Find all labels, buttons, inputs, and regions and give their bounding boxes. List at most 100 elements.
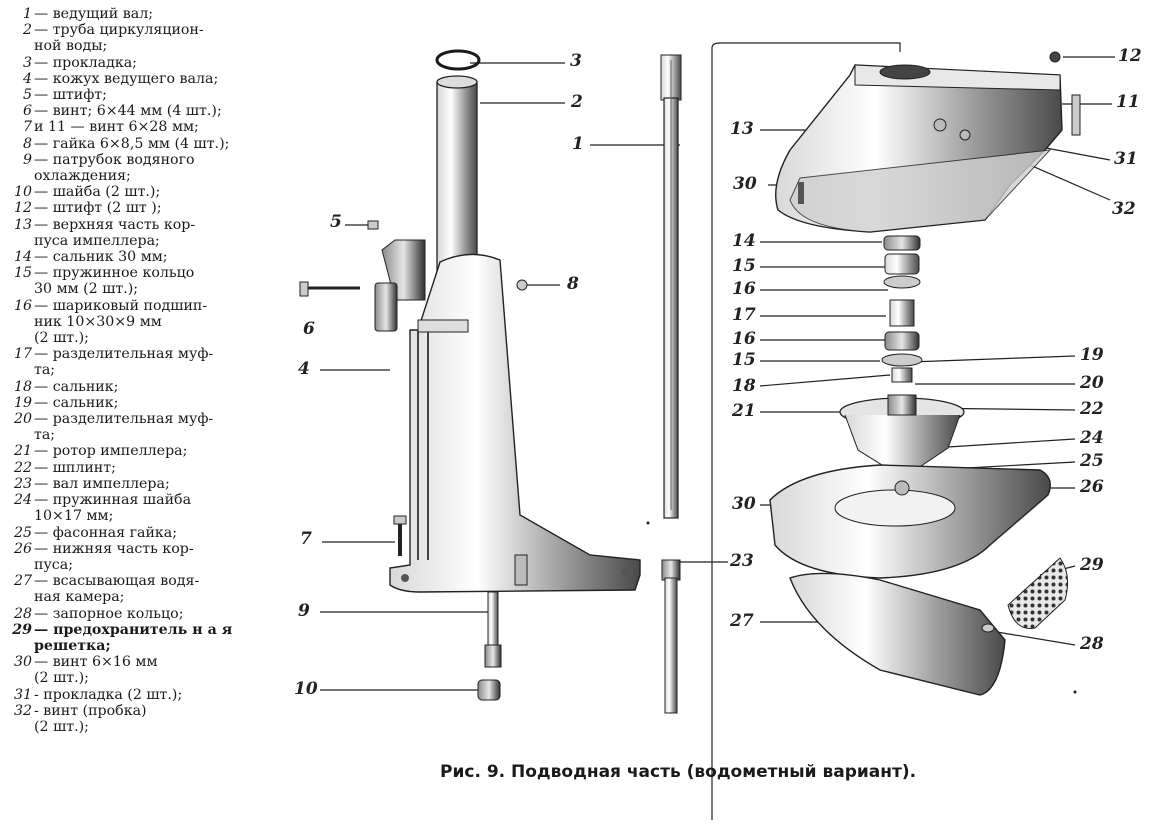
callout-15-top: 15 <box>732 256 756 276</box>
legend-number: 29 <box>12 621 32 638</box>
legend-text: — прокладка; <box>34 54 137 71</box>
legend-number: 4 <box>22 70 32 87</box>
legend-item: 22— шплинт; <box>8 460 280 476</box>
legend-item: 28— запорное кольцо; <box>8 606 280 622</box>
legend-text: — предохранитель н а я решетка; <box>34 621 233 654</box>
legend-number: 20 <box>13 411 32 428</box>
legend-number: 13 <box>13 216 32 233</box>
callout-14: 14 <box>732 231 756 251</box>
callout-27: 27 <box>730 611 754 631</box>
legend-item: 29— предохранитель н а я решетка; <box>8 622 280 654</box>
legend-item: 8— гайка 6×8,5 мм (4 шт.); <box>8 136 280 152</box>
legend-number: 32 <box>13 702 32 719</box>
washer <box>477 679 501 701</box>
legend-item: 15— пружинное кольцо 30 мм (2 шт.); <box>8 265 280 297</box>
legend-item: 17— разделительная муф- та; <box>8 346 280 378</box>
callout-3: 3 <box>570 51 582 71</box>
callout-8: 8 <box>567 274 579 294</box>
callout-15-bottom: 15 <box>732 350 756 370</box>
legend-number: 26 <box>13 540 32 557</box>
callout-17: 17 <box>732 305 756 325</box>
legend-number: 18 <box>13 378 32 395</box>
callout-32: 32 <box>1112 199 1136 219</box>
legend-text: - прокладка (2 шт.); <box>34 686 183 703</box>
legend-item: 1— ведущий вал; <box>8 6 280 22</box>
callout-11: 11 <box>1116 92 1140 112</box>
legend-text: — верхняя часть кор- пуса импеллера; <box>34 216 196 249</box>
legend-item: 32- винт (пробка) (2 шт.); <box>8 703 280 735</box>
upper-impeller-housing <box>775 64 1063 233</box>
legend-item: 20— разделительная муф- та; <box>8 411 280 443</box>
legend-text: — сальник; <box>34 394 119 411</box>
gasket-ring <box>435 49 481 71</box>
legend-item: 26— нижняя часть кор- пуса; <box>8 541 280 573</box>
legend-text: — штифт (2 шт ); <box>34 200 162 217</box>
impeller-shaft <box>661 559 681 581</box>
suction-chamber <box>789 572 1006 696</box>
legend-text: — нижняя часть кор- пуса; <box>34 540 194 573</box>
legend-number: 12 <box>13 200 32 217</box>
callout-20: 20 <box>1080 373 1104 393</box>
legend-number: 9 <box>22 151 32 168</box>
lower-housing <box>769 464 1051 579</box>
callout-2: 2 <box>571 92 583 112</box>
legend-text: — разделительная муф- та; <box>34 411 214 444</box>
legend-item: 13— верхняя часть кор- пуса импеллера; <box>8 217 280 249</box>
legend-number: 2 <box>22 22 32 39</box>
legend-text: — патрубок водяного охлаждения; <box>34 151 195 185</box>
legend-text: — кожух ведущего вала; <box>34 70 219 87</box>
callout-10: 10 <box>294 679 318 699</box>
callout-28: 28 <box>1080 634 1104 654</box>
legend-item: 2— труба циркуляцион- ной воды; <box>8 22 280 54</box>
legend-text: — труба циркуляцион- ной воды; <box>34 22 204 55</box>
callout-7: 7 <box>300 529 312 549</box>
legend-number: 10 <box>13 184 32 201</box>
legend-text: — запорное кольцо; <box>34 605 184 622</box>
legend-text: — ротор импеллера; <box>34 443 188 460</box>
callout-12: 12 <box>1118 46 1142 66</box>
callout-19: 19 <box>1080 345 1104 365</box>
legend-number: 5 <box>22 87 32 104</box>
legend-text: и 11 — винт 6×28 мм; <box>34 119 199 136</box>
callout-4: 4 <box>298 359 310 379</box>
legend-item: 6— винт; 6×44 мм (4 шт.); <box>8 103 280 119</box>
legend-item: 19— сальник; <box>8 395 280 411</box>
legend-number: 16 <box>13 297 32 314</box>
legend-number: 28 <box>13 605 32 622</box>
legend-item: 4— кожух ведущего вала; <box>8 71 280 87</box>
safety-grille <box>1007 557 1069 630</box>
legend-item: 31- прокладка (2 шт.); <box>8 687 280 703</box>
legend-item: 12— штифт (2 шт ); <box>8 200 280 216</box>
callout-23: 23 <box>730 551 754 571</box>
legend-number: 24 <box>13 492 32 509</box>
legend-text: - винт (пробка) (2 шт.); <box>34 702 147 735</box>
callout-16-bottom: 16 <box>732 329 756 349</box>
legend-item: 23— вал импеллера; <box>8 476 280 492</box>
legend-number: 3 <box>22 54 32 71</box>
legend-text: — винт 6×16 мм (2 шт.); <box>34 654 158 687</box>
legend-item: 21— ротор импеллера; <box>8 443 280 459</box>
legend-text: — сальник; <box>34 378 119 395</box>
parts-legend: 1— ведущий вал;2— труба циркуляцион- ной… <box>8 6 280 735</box>
legend-item: 5— штифт; <box>8 87 280 103</box>
legend-number: 17 <box>13 346 32 363</box>
legend-item: 30— винт 6×16 мм (2 шт.); <box>8 654 280 686</box>
impeller-rotor <box>839 394 965 471</box>
legend-text: — гайка 6×8,5 мм (4 шт.); <box>34 135 230 152</box>
impeller-stack <box>881 235 923 383</box>
legend-number: 19 <box>13 394 32 411</box>
legend-text: — пружинное кольцо 30 мм (2 шт.); <box>34 265 195 298</box>
callout-25: 25 <box>1080 451 1104 471</box>
legend-text: — шайба (2 шт.); <box>34 184 161 201</box>
legend-text: — шариковый подшип- ник 10×30×9 мм (2 шт… <box>34 297 208 347</box>
legend-text: — ведущий вал; <box>34 6 154 22</box>
callout-22: 22 <box>1080 399 1104 419</box>
legend-number: 8 <box>22 135 32 152</box>
legend-text: — сальник 30 мм; <box>34 249 168 266</box>
legend-text: — всасывающая водя- ная камера; <box>34 573 200 606</box>
legend-number: 25 <box>13 524 32 541</box>
legend-number: 30 <box>13 654 32 671</box>
legend-item: 9— патрубок водяного охлаждения; <box>8 152 280 184</box>
